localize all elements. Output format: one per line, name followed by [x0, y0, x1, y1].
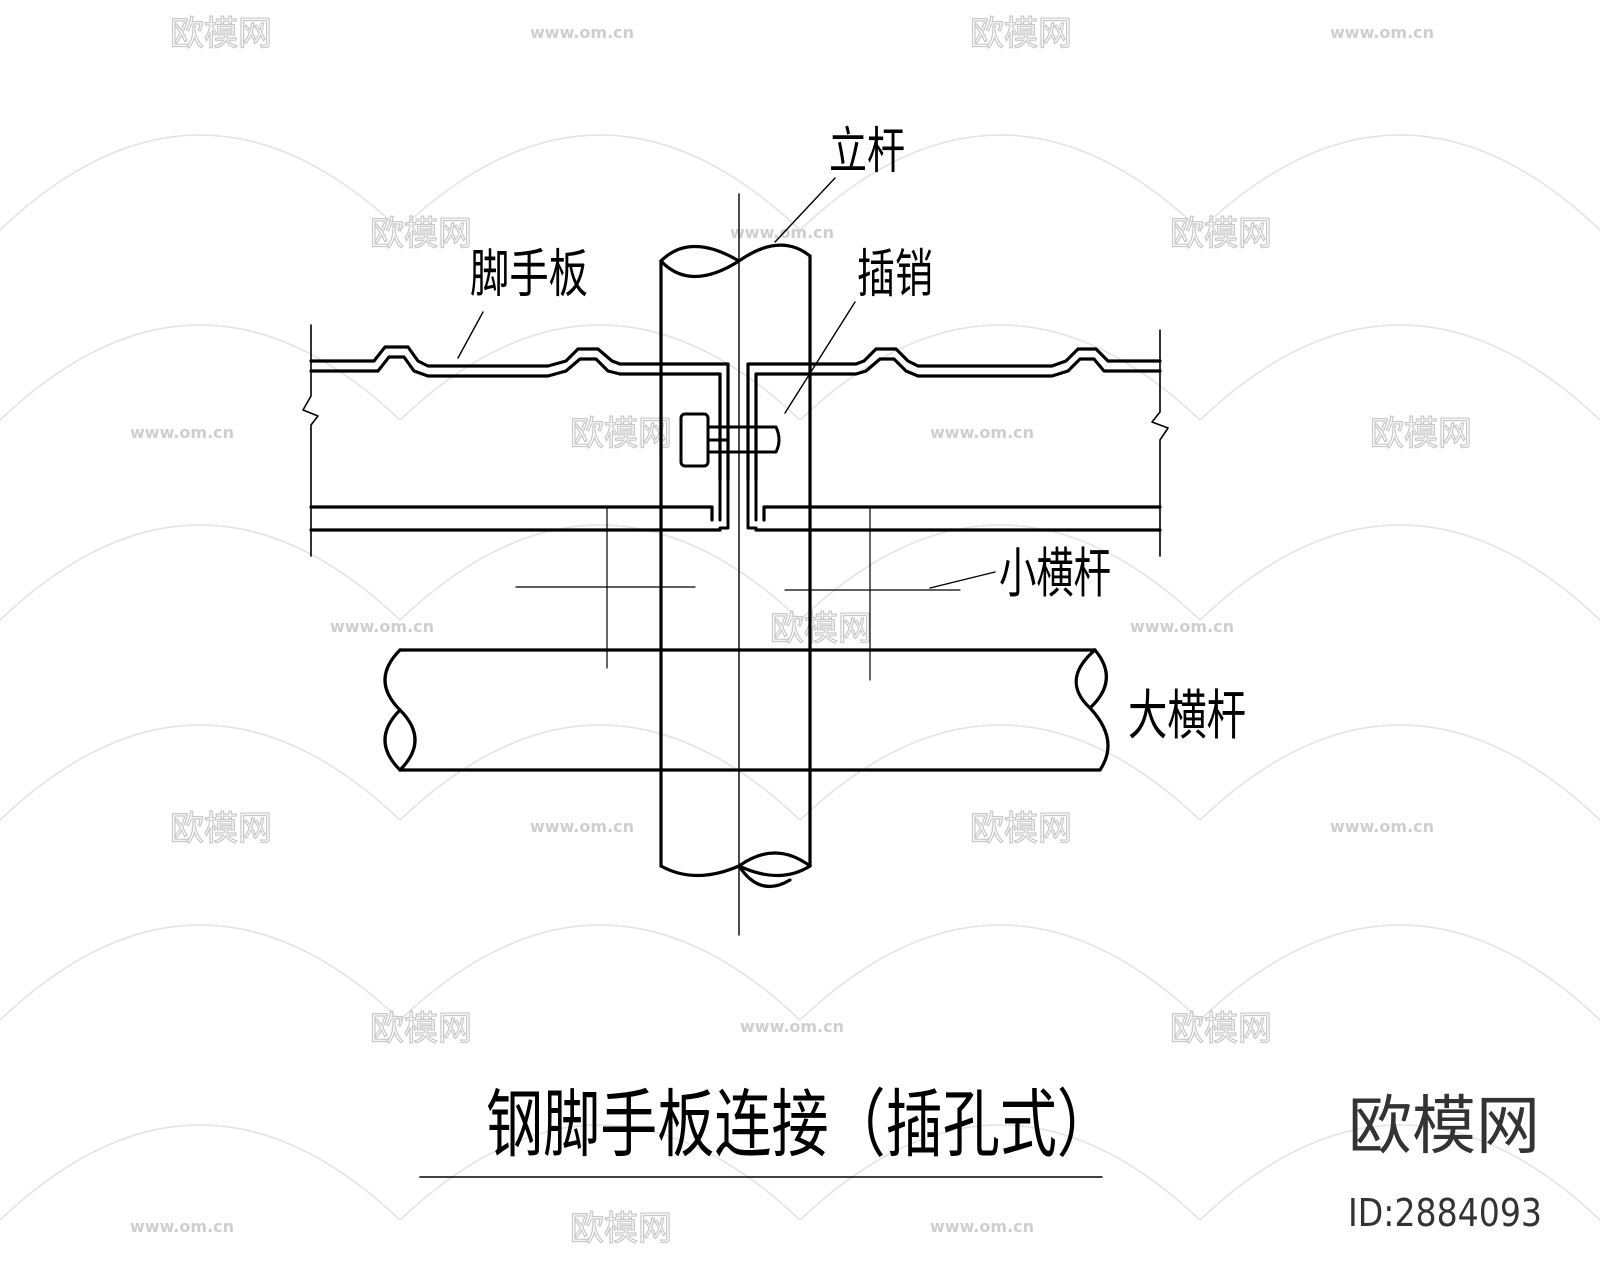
watermark-brand: 欧模网 [170, 809, 272, 849]
watermark-pattern [0, 134, 1600, 1222]
label-board: 脚手板 [470, 245, 588, 305]
brand-logo: 欧模网 ID:2884093 [1348, 1090, 1542, 1235]
watermark-url: www.om.cn [930, 423, 1034, 442]
watermark-brand: 欧模网 [1370, 414, 1472, 454]
board-top-right-inner [754, 357, 1162, 482]
label-pole: 立杆 [829, 122, 905, 180]
watermark-url: www.om.cn [130, 423, 234, 442]
board-break-right [1151, 329, 1169, 557]
watermark-url: www.om.cn [930, 1217, 1034, 1236]
watermark-url: www.om.cn [1130, 617, 1234, 636]
label-large-crossbar: 大横杆 [1128, 684, 1246, 747]
pin [679, 412, 781, 468]
watermark-url: www.om.cn [530, 23, 634, 42]
large-crossbar [383, 648, 1110, 772]
watermark-url: www.om.cn [530, 817, 634, 836]
watermark-url: www.om.cn [330, 617, 434, 636]
watermark-tiles: 欧模网 www.om.cn 欧模网 www.om.cn 欧模网 www.om.c… [130, 13, 1473, 1249]
watermark-brand: 欧模网 [370, 1009, 472, 1049]
watermark-url: www.om.cn [130, 1217, 234, 1236]
board-hook-left [718, 478, 730, 530]
watermark-url: www.om.cn [1330, 817, 1434, 836]
watermark-brand: 欧模网 [1170, 214, 1272, 254]
watermark-brand: 欧模网 [970, 14, 1072, 54]
diagram-title: 钢脚手板连接（插孔式） [486, 1082, 1114, 1168]
watermark-brand: 欧模网 [370, 214, 472, 254]
board-hook-right [746, 478, 758, 530]
leader-lines [457, 177, 996, 589]
extension-lines [515, 506, 961, 681]
watermark-brand: 欧模网 [570, 1209, 672, 1249]
vertical-pole [659, 243, 812, 889]
leader-small-crossbar [929, 571, 996, 589]
watermark-brand: 欧模网 [570, 414, 672, 454]
watermark-url: www.om.cn [1330, 23, 1434, 42]
labels: 立杆 脚手板 插销 小横杆 大横杆 钢脚手板连接（插孔式） [470, 122, 1246, 1168]
watermark-url: www.om.cn [740, 1017, 844, 1036]
label-small-crossbar: 小横杆 [999, 542, 1111, 605]
board-bottom-right-upper [762, 505, 1162, 522]
board-top-left-inner [309, 355, 722, 482]
watermark-url: www.om.cn [730, 223, 834, 242]
technical-drawing [302, 177, 1169, 1178]
logo-text: 欧模网 [1348, 1090, 1540, 1164]
watermark-brand: 欧模网 [770, 609, 872, 649]
board-top-right-outer [746, 347, 1162, 482]
board-bottom-left-upper [309, 505, 714, 522]
board-break-left [302, 324, 319, 557]
leader-pole [774, 177, 836, 243]
label-pin: 插销 [857, 245, 933, 305]
leader-board [457, 311, 484, 359]
logo-id: ID:2884093 [1348, 1191, 1542, 1235]
watermark-brand: 欧模网 [970, 809, 1072, 849]
watermark-brand: 欧模网 [1170, 1009, 1272, 1049]
leader-pin [784, 301, 856, 414]
board-top-left-outer [309, 345, 730, 482]
watermark-brand: 欧模网 [170, 14, 272, 54]
